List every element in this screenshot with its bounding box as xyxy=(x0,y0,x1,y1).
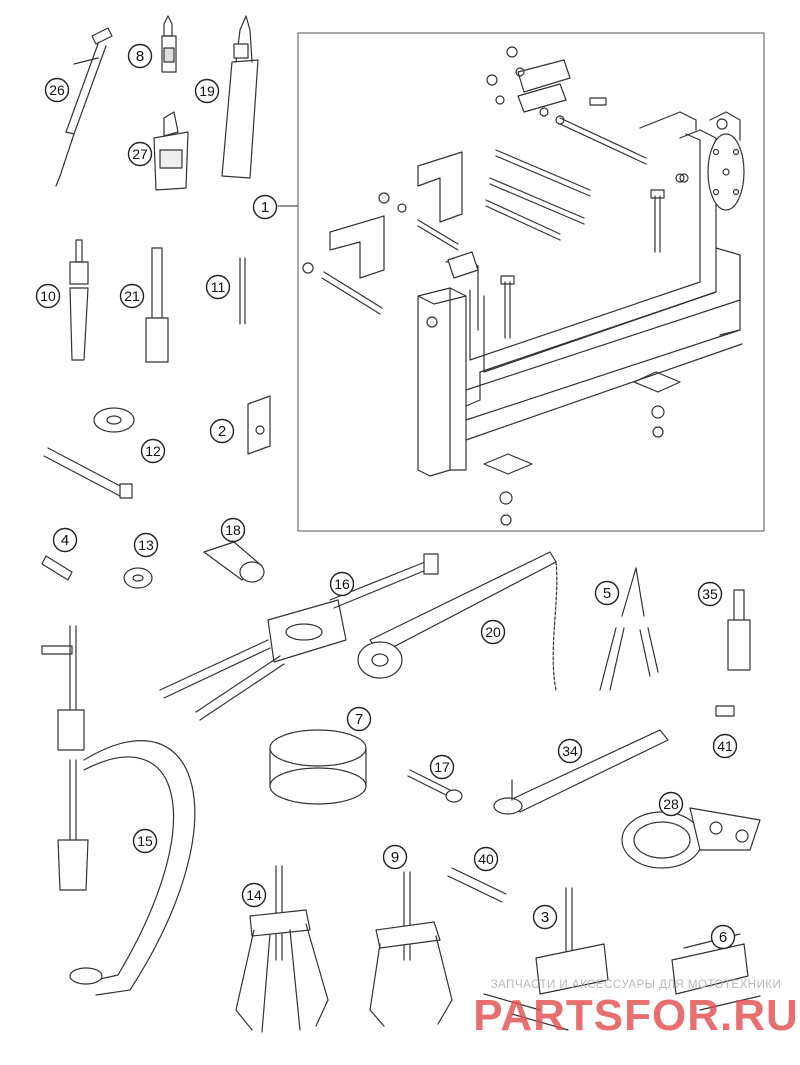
callout-circle-17 xyxy=(429,754,455,780)
sealant-bottle-small xyxy=(161,15,177,73)
sleeve-4 xyxy=(41,555,73,581)
callout-circle-10 xyxy=(35,283,61,309)
screw-41 xyxy=(715,705,735,717)
pliers-5 xyxy=(599,567,659,691)
spring-40 xyxy=(447,867,507,903)
engine-stand xyxy=(302,46,745,526)
hook-wrench-34 xyxy=(493,729,669,815)
sealant-bottle-medium xyxy=(153,111,189,191)
callout-circle-20 xyxy=(480,619,506,645)
watermark-caption: ЗАПЧАСТИ И АКСЕССУАРЫ ДЛЯ МОТОТЕХНИКИ xyxy=(491,979,782,991)
callout-number-41: 41 xyxy=(717,738,733,754)
callout-circle-28 xyxy=(658,791,684,817)
callout-circle-41 xyxy=(712,733,738,759)
callout-circle-1 xyxy=(252,194,278,220)
callout-number-14: 14 xyxy=(246,887,262,903)
callout-circle-12 xyxy=(140,438,166,464)
callout-circle-3 xyxy=(532,904,558,930)
holding-plate-28 xyxy=(621,807,761,869)
callout-circle-18 xyxy=(220,517,246,543)
callout-circle-7 xyxy=(346,706,372,732)
callout-circle-2 xyxy=(209,418,235,444)
engine-stand-frame-border xyxy=(297,32,765,532)
callout-number-21: 21 xyxy=(124,288,140,304)
callout-circle-13 xyxy=(133,532,159,558)
watermark-logo: PARTSFOR.RU xyxy=(473,991,799,1040)
callout-circle-16 xyxy=(329,571,355,597)
callout-circle-14 xyxy=(241,882,267,908)
callout-number-40: 40 xyxy=(478,851,494,867)
callout-number-27: 27 xyxy=(132,146,148,162)
valve-spring-press-15 xyxy=(41,625,196,996)
holder-tool-16 xyxy=(159,553,439,721)
callout-circle-35 xyxy=(697,581,723,607)
puller-9 xyxy=(369,871,453,1027)
callout-number-34: 34 xyxy=(562,743,578,759)
bracket-2 xyxy=(247,395,271,455)
callout-circle-26 xyxy=(44,77,70,103)
callout-number-20: 20 xyxy=(485,624,501,640)
callout-circle-9 xyxy=(382,844,408,870)
callout-circle-15 xyxy=(132,828,158,854)
callout-number-19: 19 xyxy=(199,83,215,99)
pin-35 xyxy=(727,589,751,671)
callout-number-12: 12 xyxy=(145,443,161,459)
callout-number-13: 13 xyxy=(138,537,154,553)
callout-circle-8 xyxy=(127,43,153,69)
callout-circle-21 xyxy=(119,283,145,309)
callout-number-17: 17 xyxy=(434,759,450,775)
syringe-tool xyxy=(55,27,113,187)
stud-tool-21 xyxy=(145,247,169,363)
adapter-18 xyxy=(203,541,265,583)
callout-number-7: 7 xyxy=(355,711,363,728)
pin-11 xyxy=(239,257,246,325)
callout-circle-11 xyxy=(205,274,231,300)
callout-number-6: 6 xyxy=(719,929,727,946)
callout-number-35: 35 xyxy=(702,586,718,602)
callout-circle-34 xyxy=(557,738,583,764)
tool-3 xyxy=(483,887,609,1031)
ring-compressor-7 xyxy=(269,729,367,805)
callout-circle-27 xyxy=(127,141,153,167)
callout-number-11: 11 xyxy=(211,279,226,295)
callout-circle-5 xyxy=(594,580,620,606)
pin-17 xyxy=(407,769,463,803)
callout-number-16: 16 xyxy=(334,576,350,592)
callout-circle-19 xyxy=(194,78,220,104)
callout-number-5: 5 xyxy=(603,585,611,602)
puller-14 xyxy=(235,865,329,1033)
callout-number-15: 15 xyxy=(137,833,153,849)
sealant-tube xyxy=(221,15,259,179)
callout-number-28: 28 xyxy=(663,796,679,812)
callout-circle-40 xyxy=(473,846,499,872)
callout-number-4: 4 xyxy=(61,532,69,549)
callout-circle-4 xyxy=(52,527,78,553)
callout-number-18: 18 xyxy=(225,522,241,538)
puller-tool-10 xyxy=(69,239,89,361)
callout-number-9: 9 xyxy=(391,849,399,866)
callout-number-10: 10 xyxy=(40,288,56,304)
callout-number-2: 2 xyxy=(218,423,226,440)
callout-number-1: 1 xyxy=(261,199,269,216)
callout-circle-6 xyxy=(710,924,736,950)
callout-labels: 1234567891011121314151617181920212627283… xyxy=(35,43,738,950)
callout-number-8: 8 xyxy=(136,48,144,65)
callout-number-26: 26 xyxy=(49,82,65,98)
bolt-with-washer-12 xyxy=(43,407,135,499)
chain-wrench-20 xyxy=(357,551,558,691)
callout-number-3: 3 xyxy=(541,909,549,926)
nut-13 xyxy=(123,567,153,589)
